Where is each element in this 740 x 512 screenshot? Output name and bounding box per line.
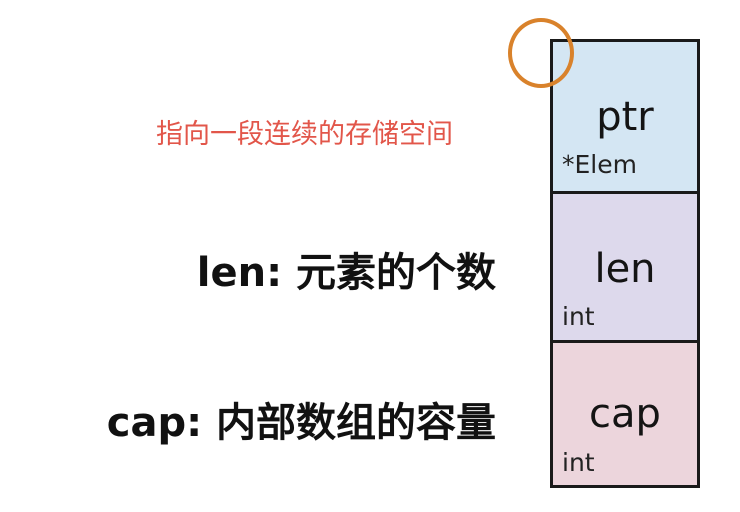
ptr-field: ptr *Elem — [553, 42, 697, 191]
cap-field-type: int — [562, 448, 595, 477]
ptr-field-type: *Elem — [562, 150, 637, 179]
cap-field-name: cap — [589, 391, 661, 437]
ptr-description: 指向一段连续的存储空间 — [156, 119, 453, 150]
cap-field: cap int — [553, 340, 697, 485]
slice-struct-box: ptr *Elem len int cap int — [550, 39, 700, 488]
len-field-name: len — [594, 246, 656, 292]
ptr-field-name: ptr — [596, 94, 654, 140]
len-description: len: 元素的个数 — [196, 250, 496, 296]
len-field: len int — [553, 191, 697, 340]
cap-description: cap: 内部数组的容量 — [106, 400, 496, 446]
len-field-type: int — [562, 302, 595, 331]
highlight-circle — [508, 18, 574, 88]
